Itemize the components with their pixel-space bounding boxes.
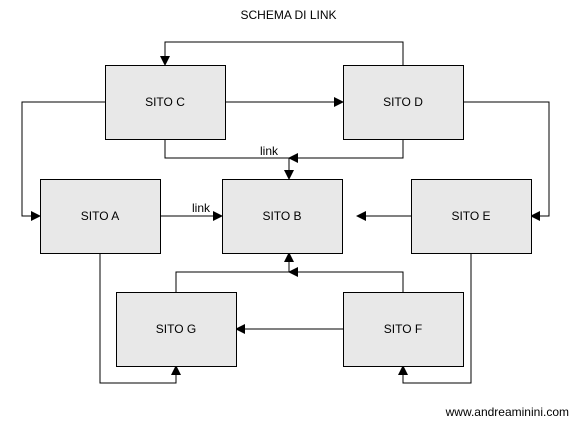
edge-c-to-b xyxy=(164,139,294,180)
edge-label-c-to-b: link xyxy=(260,144,279,158)
edge-d-to-c xyxy=(160,41,404,66)
node-box-g xyxy=(116,292,237,367)
node-sito-d: SITO D xyxy=(343,65,464,140)
edge-g-to-b xyxy=(175,252,294,292)
node-box-a xyxy=(40,179,161,254)
node-sito-e: SITO E xyxy=(411,179,532,254)
edge-label-a-to-b: link xyxy=(192,201,211,215)
node-box-b xyxy=(222,179,343,254)
node-box-f xyxy=(343,292,464,367)
edge-e-to-f xyxy=(398,253,472,384)
edge-d-to-b xyxy=(288,139,404,163)
node-sito-a: SITO A xyxy=(40,179,161,254)
node-box-e xyxy=(411,179,532,254)
node-label-e: SITO E xyxy=(451,209,490,223)
node-label-g: SITO G xyxy=(156,322,196,336)
edge-d-to-e xyxy=(463,101,550,221)
node-box-c xyxy=(105,65,226,140)
diagram-title: SCHEMA DI LINK xyxy=(240,8,337,22)
node-sito-c: SITO C xyxy=(105,65,226,140)
node-label-b: SITO B xyxy=(262,209,301,223)
node-label-c: SITO C xyxy=(145,95,185,109)
edge-f-to-b xyxy=(288,267,404,292)
node-label-a: SITO A xyxy=(81,209,119,223)
node-label-f: SITO F xyxy=(384,322,422,336)
edge-c-to-a xyxy=(21,101,105,221)
node-box-d xyxy=(343,65,464,140)
node-sito-g: SITO G xyxy=(116,292,237,367)
node-sito-b: SITO B xyxy=(222,179,343,254)
footer-url: www.andreaminini.com xyxy=(445,405,569,419)
node-label-d: SITO D xyxy=(383,95,423,109)
node-sito-f: SITO F xyxy=(343,292,464,367)
edge-a-to-g xyxy=(99,253,181,384)
